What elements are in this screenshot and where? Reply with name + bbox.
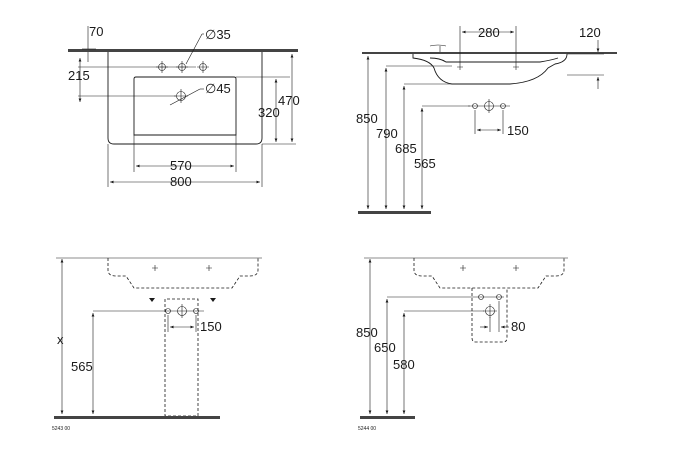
- pedestal-supply-pipes: [160, 304, 204, 318]
- pedestal-basin-outline: [107, 258, 259, 289]
- plan-basin-width-label: 570: [170, 158, 192, 173]
- semi-outlet-height-label: 650: [374, 340, 396, 355]
- side-basin-profile: [412, 53, 568, 85]
- side-floor: [358, 211, 431, 214]
- pedestal-article-number: 5243 00: [52, 426, 70, 432]
- side-supply-spacing-label: 150: [507, 123, 529, 138]
- pedestal-supply-spacing-label: 150: [200, 319, 222, 334]
- side-bowl-height-label: 790: [376, 126, 398, 141]
- plan-hole-diameter-label: ∅35: [205, 27, 231, 42]
- side-outlet-height-label: 685: [395, 141, 417, 156]
- side-rim-height-label: 850: [356, 111, 378, 126]
- semi-basin-outline: [413, 258, 565, 289]
- side-supply-height-label: 565: [414, 156, 436, 171]
- side-rim-thickness-label: 120: [579, 25, 601, 40]
- semi-rim-height-label: 850: [356, 325, 378, 340]
- semi-supply-height-label: 580: [393, 357, 415, 372]
- semi-article-number: 5244 00: [358, 426, 376, 432]
- side-supply-pipes: [468, 99, 510, 113]
- plan-view: 70 ∅35 215 ∅45 320 470 570 800: [68, 24, 300, 189]
- plan-hole-row-label: 215: [68, 68, 90, 83]
- pedestal-floor: [54, 416, 220, 419]
- plan-outer-outline: [107, 52, 263, 145]
- semi-floor: [360, 416, 415, 419]
- pedestal-supply-height-label: 565: [71, 359, 93, 374]
- plan-basin-depth-label: 320: [258, 105, 280, 120]
- side-top-edge: [362, 52, 617, 54]
- pedestal-overall-height-label: x: [57, 332, 64, 347]
- plan-total-width-label: 800: [170, 174, 192, 189]
- semi-supply-spacing-label: 80: [511, 319, 525, 334]
- plan-basin-outline: [133, 76, 237, 136]
- plan-rim-edge: [68, 49, 298, 52]
- semi-pedestal-view: 850 650 580 80 5244 00: [356, 257, 568, 432]
- plan-edge-offset-label: 70: [89, 24, 103, 39]
- side-view: 280 120 850 790 685 565 150: [356, 25, 617, 214]
- semi-pedestal-shroud: [471, 288, 508, 343]
- pedestal-view: x 565 150 5243 00: [52, 257, 262, 432]
- semi-supply-pipes: [476, 294, 504, 318]
- plan-total-depth-label: 470: [278, 93, 300, 108]
- plan-drain-diameter-label: ∅45: [205, 81, 231, 96]
- side-hole-spacing-label: 280: [478, 25, 500, 40]
- pedestal-column: [164, 298, 199, 417]
